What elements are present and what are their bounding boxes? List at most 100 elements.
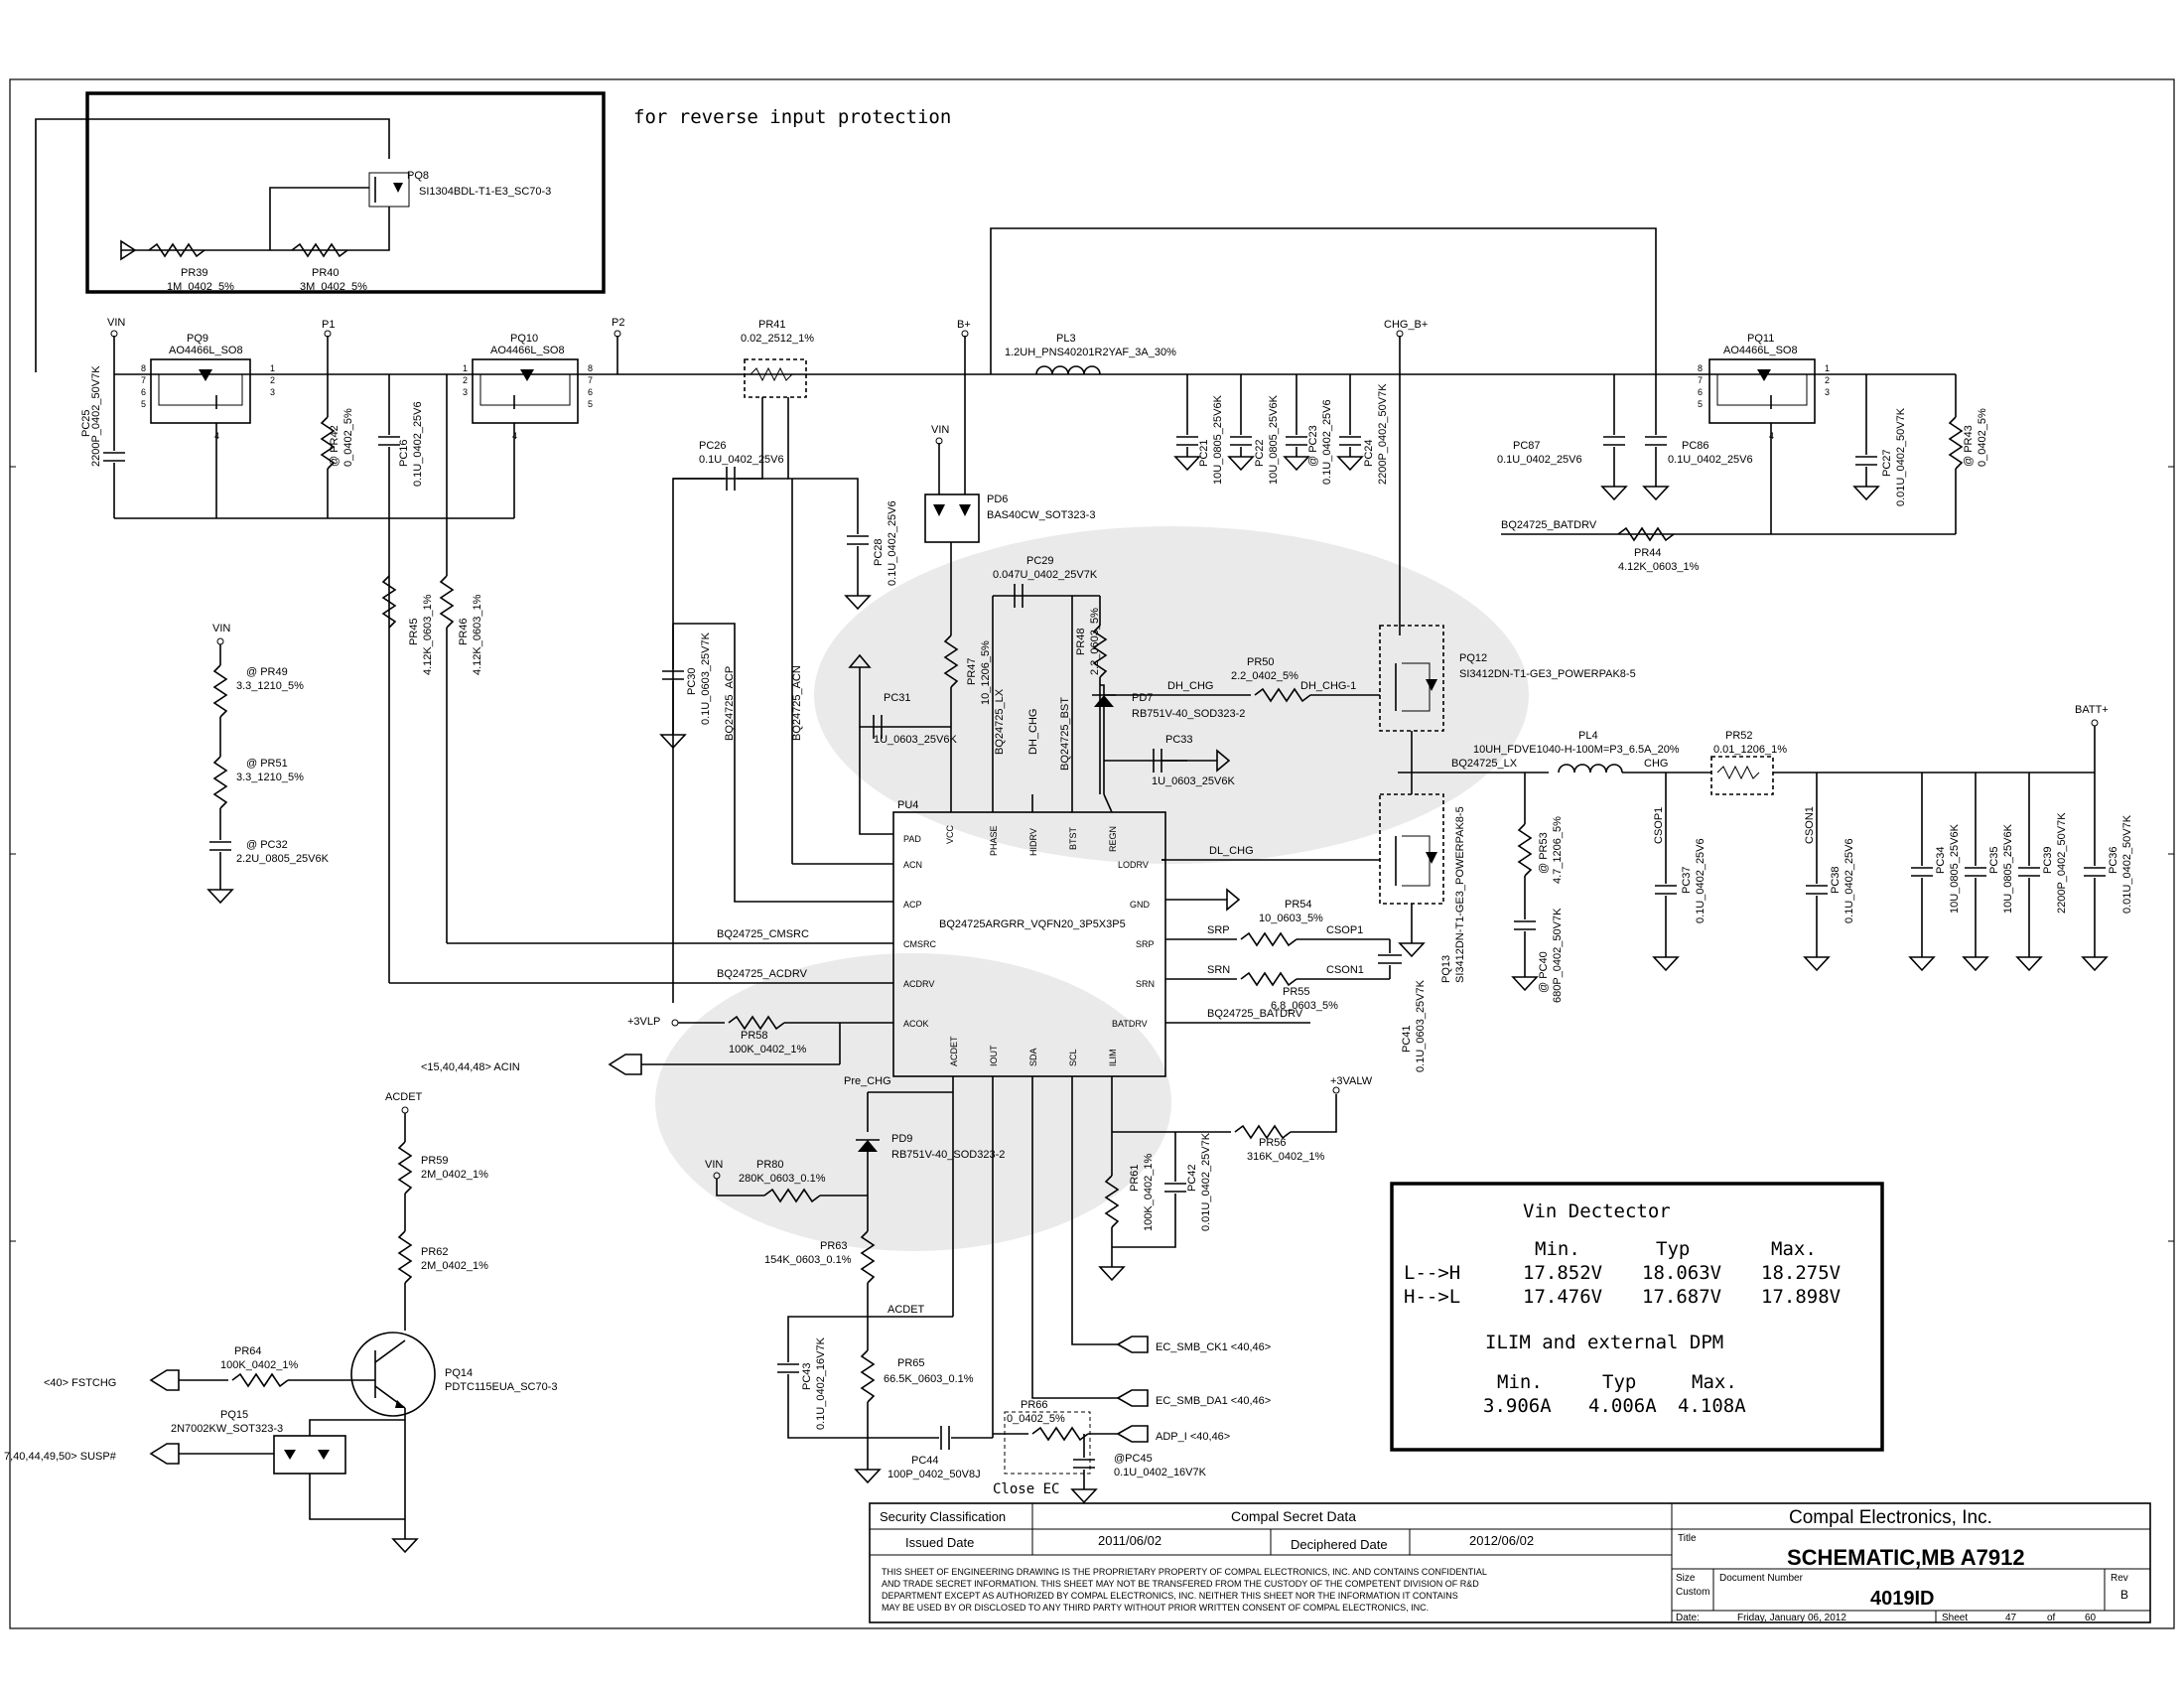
pc28-ref: PC28 [873, 538, 885, 566]
pr47-value: 10_1206_5% [980, 640, 992, 705]
pc43-ref: PC43 [801, 1362, 813, 1390]
pc42-ref: PC42 [1186, 1164, 1198, 1192]
pr66-ref: PR66 [1021, 1399, 1048, 1411]
svg-text:2: 2 [1825, 375, 1830, 385]
pc41-value: 0.1U_0603_25V7K [1415, 979, 1427, 1072]
close-ec-note: Close EC [993, 1481, 1059, 1497]
pq8-ref: PQ8 [407, 170, 429, 182]
net-bq-batdrv-top: BQ24725_BATDRV [1501, 519, 1597, 531]
net-dh-chg: DH_CHG [1167, 680, 1213, 692]
pr54-resistor [1240, 931, 1297, 947]
vd-h-min: Min. [1535, 1238, 1580, 1260]
svg-text:2: 2 [270, 375, 275, 385]
pin-batdrv: BATDRV [1112, 1019, 1148, 1029]
net-srn: SRN [1207, 964, 1230, 976]
net-csop1: CSOP1 [1326, 924, 1363, 936]
pr53-ref: @ PR53 [1538, 832, 1550, 874]
svg-text:3: 3 [270, 387, 275, 397]
pr61-resistor [1104, 1175, 1120, 1228]
net-ec-smb-da1: EC_SMB_DA1 <40,46> [1156, 1395, 1271, 1407]
pin-pad: PAD [903, 834, 921, 844]
net-vin-pr49: VIN [212, 623, 230, 634]
pl4-ref: PL4 [1578, 730, 1598, 742]
tb-size-label: Size [1676, 1573, 1696, 1584]
pr64-ref: PR64 [234, 1345, 262, 1357]
pin-acdet: ACDET [949, 1036, 959, 1066]
pd6-diode: PD6 BAS40CW_SOT323-3 [924, 493, 1095, 543]
net-susp: 7,40,44,49,50> SUSP# [4, 1451, 117, 1463]
vd-r1-label: L-->H [1404, 1262, 1460, 1284]
svg-text:8: 8 [588, 363, 593, 373]
pc32-value: 2.2U_0805_25V6K [236, 853, 330, 865]
pin-cmsrc: CMSRC [903, 939, 936, 949]
pin-btst: BTST [1068, 826, 1078, 850]
pr49-value: 3.3_1210_5% [236, 680, 304, 692]
pr39-resistor [148, 242, 205, 258]
pc16-ref: PC16 [398, 439, 410, 467]
pin-sda: SDA [1028, 1048, 1038, 1066]
tb-deciphered-value: 2012/06/02 [1469, 1533, 1534, 1548]
pr48-ref: PR48 [1075, 628, 1087, 655]
pr65-value: 66.5K_0603_0.1% [884, 1373, 974, 1385]
net-bq-bst: BQ24725_BST [1059, 697, 1071, 771]
pr58-value: 100K_0402_1% [729, 1044, 807, 1055]
pl4-inductor [1558, 764, 1623, 774]
acin-port [608, 1054, 642, 1075]
vd-r1-typ: 18.063V [1642, 1262, 1721, 1284]
pl3-value: 1.2UH_PNS40201R2YAF_3A_30% [1005, 347, 1176, 358]
svg-text:5: 5 [588, 399, 593, 409]
pd6-ref: PD6 [987, 493, 1008, 505]
pr45-value: 4.12K_0603_1% [422, 594, 434, 675]
pc23-ref: @ PC23 [1307, 425, 1319, 467]
net-acdet: ACDET [385, 1091, 423, 1103]
svg-text:5: 5 [1698, 399, 1703, 409]
pin-srn: SRN [1136, 979, 1155, 989]
pr63-value: 154K_0603_0.1% [764, 1254, 852, 1266]
pin-srp: SRP [1136, 939, 1155, 949]
pr64-value: 100K_0402_1% [220, 1359, 299, 1371]
pin-gnd: GND [1130, 900, 1151, 910]
pc28-value: 0.1U_0402_25V6 [887, 500, 898, 586]
pu4-ref: PU4 [897, 799, 918, 811]
net-bq-acn: BQ24725_ACN [791, 665, 803, 741]
net-ec-smb-ck1: EC_SMB_CK1 <40,46> [1156, 1341, 1271, 1353]
vd-title: Vin Dectector [1523, 1200, 1671, 1222]
net-batt: BATT+ [2075, 704, 2109, 716]
pr46-value: 4.12K_0603_1% [472, 594, 483, 675]
tb-disclaimer-1: THIS SHEET OF ENGINEERING DRAWING IS THE… [882, 1567, 1487, 1577]
pq14-transistor: PQ14 PDTC115EUA_SC70-3 [350, 1332, 558, 1417]
pc37-value: 0.1U_0402_25V6 [1695, 838, 1706, 923]
svg-text:5: 5 [141, 399, 146, 409]
pq8-ground-arrow [120, 239, 137, 261]
vin-detector-table: Vin Dectector Min. Typ Max. L-->H 17.852… [1390, 1182, 1884, 1452]
tb-deciphered-label: Deciphered Date [1291, 1537, 1388, 1552]
pc21-value: 10U_0805_25V6K [1212, 394, 1224, 485]
pq14-value: PDTC115EUA_SC70-3 [445, 1381, 558, 1393]
tb-disclaimer-4: MAY BE USED BY OR DISCLOSED TO ANY THIRD… [882, 1603, 1429, 1613]
pd9-value: RB751V-40_SOD323-2 [891, 1149, 1005, 1161]
vd-ilim-title: ILIM and external DPM [1485, 1332, 1723, 1353]
net-chg-bplus: CHG_B+ [1384, 319, 1428, 331]
pc86-ref: PC86 [1682, 440, 1709, 452]
susp-port [149, 1443, 180, 1465]
tb-security-value: Compal Secret Data [1231, 1508, 1356, 1524]
pc29-ref: PC29 [1026, 555, 1054, 567]
pr53-resistor [1517, 823, 1533, 877]
pin-scl: SCL [1068, 1049, 1078, 1066]
net-dh-chg-v: DH_CHG [1027, 709, 1039, 755]
net-bq-acp: BQ24725_ACP [724, 666, 736, 741]
pq13-value: SI3412DN-T1-GE3_POWERPAK8-5 [1454, 806, 1466, 983]
pr51-resistor [212, 756, 228, 809]
svg-text:8: 8 [1698, 363, 1703, 373]
svg-text:1: 1 [463, 363, 468, 373]
pr55-value: 6.8_0603_5% [1271, 1000, 1338, 1012]
svg-text:6: 6 [588, 387, 593, 397]
pc31-ref: PC31 [884, 692, 911, 704]
pr45-resistor [381, 575, 397, 629]
pin-vcc: VCC [945, 824, 955, 844]
pre-chg-note: Pre_CHG [844, 1075, 891, 1087]
pc86-value: 0.1U_0402_25V6 [1668, 454, 1753, 466]
pc25-ref: PC25 [80, 409, 92, 437]
pc26-ref: PC26 [699, 440, 727, 452]
